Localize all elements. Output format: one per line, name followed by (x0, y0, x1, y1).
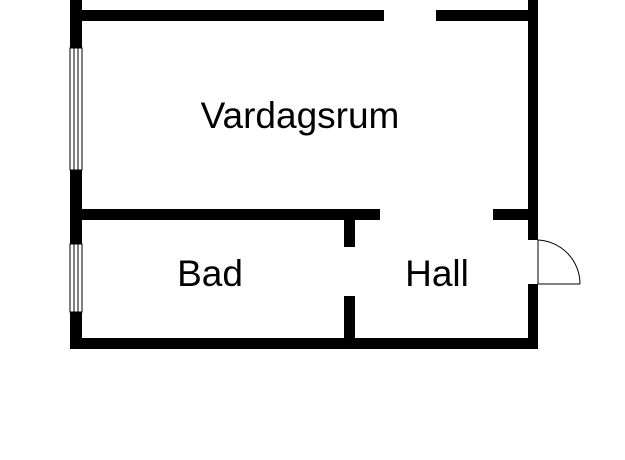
middle-wall-right (493, 209, 538, 220)
west-wall-top (70, 0, 82, 48)
window-living-room (69, 47, 83, 171)
room-label-living-room: Vardagsrum (201, 95, 400, 136)
middle-wall-left (70, 209, 380, 220)
room-label-hall: Hall (405, 253, 469, 294)
east-wall-bottom (528, 284, 538, 349)
entrance-door (537, 239, 581, 285)
north-wall-left (70, 10, 384, 21)
bath-hall-wall-top (344, 220, 355, 247)
south-wall (70, 338, 538, 349)
window-bathroom (69, 243, 83, 313)
room-label-bathroom: Bad (177, 253, 243, 294)
north-wall-right (436, 10, 538, 21)
bath-hall-wall-bottom (344, 296, 355, 349)
west-wall-mid (70, 170, 82, 244)
east-wall-top (528, 0, 538, 240)
